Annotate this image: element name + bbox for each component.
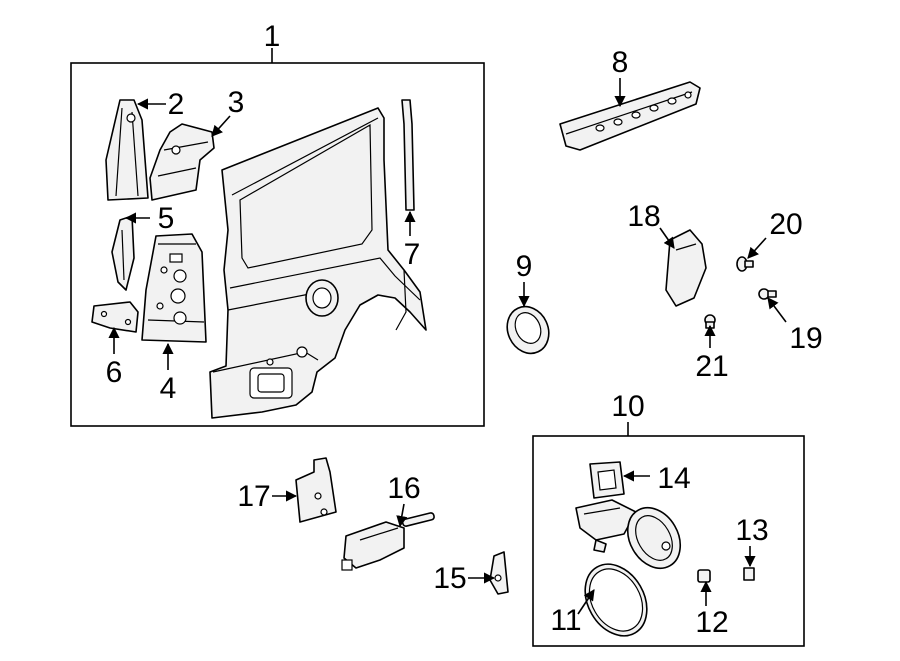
brace-part [111,215,135,291]
callout-2: 2 [168,88,185,121]
callout-20: 20 [769,208,802,241]
actuator-part [341,512,435,571]
callout-14: 14 [657,462,690,495]
callout-3: 3 [228,86,245,119]
leader-lines [108,78,787,615]
callout-10: 10 [611,390,644,423]
callout-17: 17 [237,480,270,513]
callout-11: 11 [550,604,581,637]
seal-part [589,461,625,499]
fuel-door-part [575,499,682,569]
upper-bracket-part [149,123,215,201]
callout-12: 12 [695,606,728,639]
clip-part [489,551,509,595]
callout-9: 9 [516,250,533,283]
callout-15: 15 [433,562,466,595]
callout-7: 7 [404,238,421,271]
grommet-part [506,305,550,355]
fastener-19-part [758,288,777,300]
clip-13-part [743,567,755,581]
clip-12-part [697,569,711,583]
callout-13: 13 [735,514,768,547]
callout-18: 18 [627,200,660,233]
callout-1: 1 [264,20,281,53]
pillar-part [105,99,149,201]
callout-16: 16 [387,472,420,505]
callout-5: 5 [158,202,175,235]
callout-6: 6 [106,356,123,389]
group-10-box [532,435,805,647]
fastener-20-part [736,256,754,272]
callout-19: 19 [789,322,822,355]
mount-bracket-part [295,457,337,523]
quarter-panel-part [209,107,427,419]
inner-panel-part [141,233,207,343]
plate-part [91,301,139,333]
strip-part [401,99,415,211]
gasket-ring-part [584,563,648,637]
callout-4: 4 [160,372,177,405]
group-1-box [70,62,485,427]
callout-21: 21 [695,350,728,383]
cover-part [665,229,707,307]
roof-rail-part [559,81,701,151]
callout-8: 8 [612,46,629,79]
